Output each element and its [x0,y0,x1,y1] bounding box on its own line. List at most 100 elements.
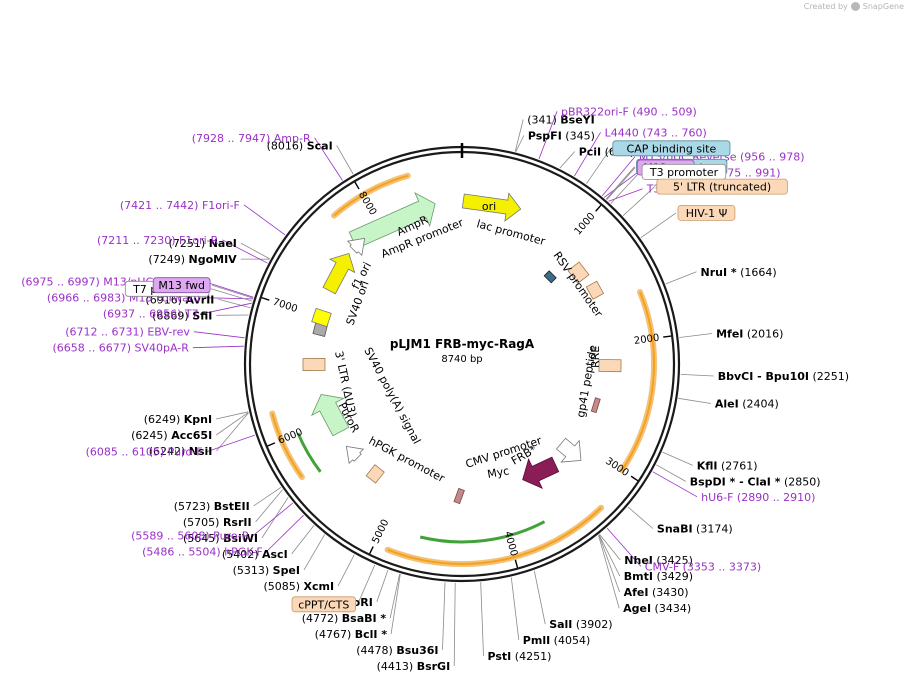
site-label: (341) BseYI [527,114,595,127]
site-leader [599,534,621,561]
site-label: AgeI (3434) [623,602,691,615]
primer-leader [538,111,558,160]
feature-leader [586,148,612,184]
site-leader [390,574,401,634]
feature-label-text: cPPT/CTS [298,598,349,611]
tick-mark [663,335,672,338]
lentiviral-arc-2-highlight [384,504,605,567]
site-leader [389,573,400,618]
site-label: BbvCI - Bpu10I (2251) [718,370,849,383]
tick-mark [354,181,360,190]
feature-leader [622,186,656,216]
rre-label: RRE [589,346,602,368]
primer-leader [603,172,638,198]
feature-label-text: T3 promoter [649,166,719,179]
site-label: (5705) RsrII [183,516,252,529]
tick-label: 6000 [277,427,305,447]
primer-leader [193,331,245,339]
site-label: NruI * (1664) [701,266,777,279]
site-leader [665,271,697,285]
primer-leader [202,302,252,315]
primer-leader [253,502,294,536]
site-leader [533,570,546,625]
site-label: SalI (3902) [549,618,612,631]
frb-arrow [522,456,560,489]
gp41-block [590,397,601,414]
ltr5-block [567,261,590,284]
site-label: (5085) XcmI [263,580,334,593]
rre-block [598,359,622,373]
primer-label: (5486 .. 5504) hPGK-F [142,545,263,558]
ampr-arrow [348,192,436,250]
primer-label: (7211 .. 7230) F1ori-R [97,234,219,247]
feature-label-text: HIV-1 Ψ [686,207,728,220]
site-leader [627,506,654,529]
primer-label: L4440 (743 .. 760) [605,126,707,139]
primer-leader [222,239,268,264]
primer-label: (7421 .. 7442) F1ori-F [120,199,240,212]
feature-label-text: 5' LTR (truncated) [673,181,771,194]
sv40-yellow-block [311,307,332,328]
site-label: AfeI (3430) [624,586,689,599]
amp-arc [333,174,409,217]
plasmid-length: 8740 bp [441,354,482,365]
feature-leader [357,564,376,605]
credit-text: Created by [803,2,848,11]
site-label: (4772) BsaBI * [302,612,387,625]
site-leader [255,489,283,523]
tick-mark [595,204,602,212]
ampr-promoter-arrow [346,237,366,257]
site-label: (4767) BclI * [315,628,388,641]
primer-leader [206,434,256,453]
snapgene-logo-icon [850,2,860,11]
primer-label: (6658 .. 6677) SV40pA-R [52,342,189,355]
hpgk-promoter-arrow [345,445,365,465]
feature-leader [211,284,254,299]
site-leader [598,534,620,593]
site-label: PspFI (345) [528,130,595,143]
site-label: (4413) BsrGI [377,660,451,673]
feature-leader [606,167,636,200]
site-label: (7249) NgoMIV [148,253,237,266]
site-label: (5402) AscI [222,548,288,561]
site-leader [291,525,315,555]
site-label: (4478) Bsu36I [356,644,438,657]
primer-leader [601,156,636,197]
site-label: BmtI (3429) [624,570,693,583]
site-leader [656,464,686,482]
site-leader [598,535,620,609]
tick-label: 2000 [633,333,660,347]
tick-label: 1000 [573,211,598,237]
feature-label-box [291,596,356,613]
site-label: AleI (2404) [715,398,779,411]
site-leader [215,412,249,436]
site-label: KflI (2761) [697,459,758,472]
site-leader [515,135,525,152]
site-label: (5723) BstEII [174,500,250,513]
feature-label-text: M13 fwd [158,279,205,292]
primer-leader [574,132,601,177]
frb-green-arc [419,520,546,544]
site-label: (5313) SpeI [233,564,300,577]
tick-mark [261,296,270,301]
psi-block [585,280,605,300]
site-label: (5645) BsiWI [183,532,258,545]
backbone-rings [243,143,681,583]
lentiviral-arc-1 [621,291,656,471]
site-label: (6249) KpnI [144,413,212,426]
site-leader [453,582,456,666]
feature-leader [210,288,253,302]
puro-green-arc [296,432,322,473]
site-label: MfeI (2016) [716,328,783,341]
primer-label: (6085 .. 6105) Puro-F [86,446,203,459]
site-leader [480,582,484,657]
site-leader [510,577,520,641]
tick-mark [514,559,519,568]
feature-label-text: CAP binding site [627,142,717,155]
cap-block [543,270,557,284]
site-leader [216,411,249,420]
tick-label: 8000 [356,190,378,218]
feature-label-box [612,140,731,157]
